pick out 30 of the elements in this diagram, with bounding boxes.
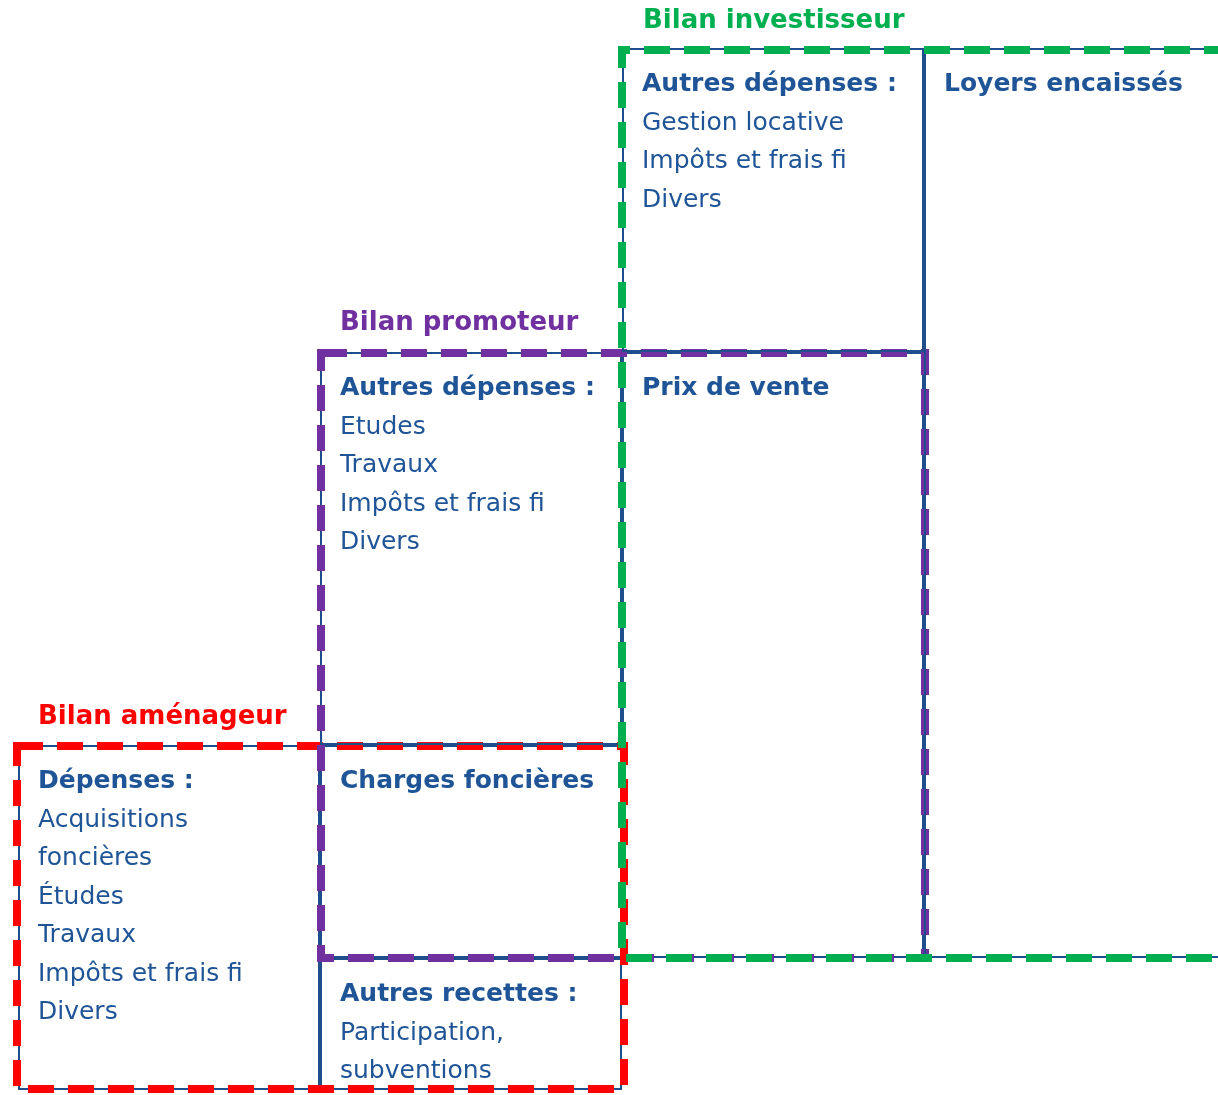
cell-heading: Autres recettes : (340, 977, 579, 1009)
region-title: Bilan promoteur (340, 306, 579, 336)
cell-heading: Loyers encaissés (944, 67, 1184, 99)
cell-text: Divers (38, 995, 119, 1027)
grid-cell (320, 958, 622, 1090)
cell-text: Travaux (38, 918, 137, 950)
cell-text: Gestion locative (642, 105, 845, 138)
cell-heading: Dépenses : (38, 764, 195, 796)
grid-cell (924, 48, 1218, 958)
cell-text: Divers (642, 182, 723, 215)
grid-cell (320, 745, 622, 958)
cell-text: Acquisitions foncières (38, 802, 189, 873)
grid-cell (320, 352, 622, 745)
cell-text: Impôts et frais fi (340, 486, 546, 519)
cell-text: Impôts et frais fi (38, 956, 244, 989)
cell-text: Impôts et frais fi (642, 144, 848, 176)
grid-cell (18, 745, 320, 1090)
grid-cell (622, 352, 924, 958)
cell-text: Études (38, 879, 125, 912)
region-title: Bilan aménageur (38, 700, 287, 730)
cell-text: Participation, subventions (340, 1015, 505, 1086)
grid-cell (622, 48, 924, 352)
cell-heading: Charges foncières (340, 764, 596, 796)
cell-text: Divers (340, 525, 421, 557)
cell-text: Travaux (340, 448, 439, 480)
cell-text: Etudes (340, 409, 427, 442)
region-title: Bilan investisseur (643, 4, 905, 34)
cell-heading: Autres dépenses : (340, 371, 596, 403)
cell-heading: Prix de vente (642, 371, 831, 403)
cell-heading: Autres dépenses : (642, 67, 898, 99)
